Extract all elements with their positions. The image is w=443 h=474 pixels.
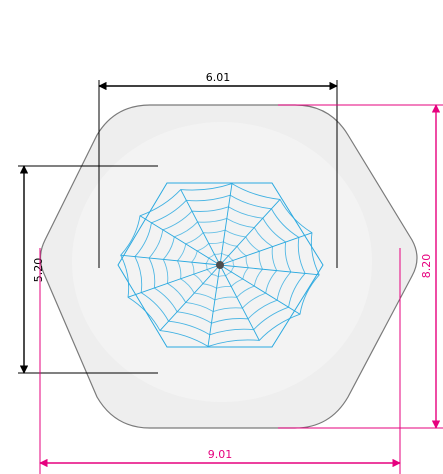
- web-spoke: [219, 264, 260, 341]
- web-spoke: [139, 215, 221, 266]
- web-ring: [191, 241, 249, 289]
- web-spoke: [127, 264, 221, 298]
- dimension-right: 8.20: [278, 104, 443, 429]
- web-ring: [120, 183, 320, 347]
- web-center: [216, 261, 224, 269]
- web-ring: [134, 194, 306, 336]
- web-spoke: [207, 264, 221, 347]
- spider-web: [120, 183, 320, 347]
- web-spoke: [180, 189, 221, 266]
- dimension-bottom: 9.01: [39, 248, 401, 474]
- web-ring: [148, 206, 292, 324]
- dimension-bottom-label: 9.01: [208, 448, 233, 461]
- web-spoke: [219, 232, 313, 266]
- dimension-top: 6.01: [98, 71, 338, 268]
- dimension-left-label: 5.20: [32, 258, 45, 283]
- web-spoke: [219, 199, 281, 266]
- inner-hexagon: [117, 182, 324, 348]
- web-spoke: [219, 264, 320, 276]
- web-spoke: [219, 183, 233, 266]
- web-ring: [176, 229, 263, 301]
- web-ring: [205, 252, 235, 278]
- web-spoke: [219, 264, 301, 315]
- web-ring: [162, 217, 278, 313]
- dimension-right-label: 8.20: [420, 254, 433, 279]
- web-spoke: [120, 254, 221, 266]
- web-spoke: [159, 264, 221, 331]
- dimension-top-label: 6.01: [206, 71, 231, 84]
- dimension-left: 5.20: [18, 165, 158, 374]
